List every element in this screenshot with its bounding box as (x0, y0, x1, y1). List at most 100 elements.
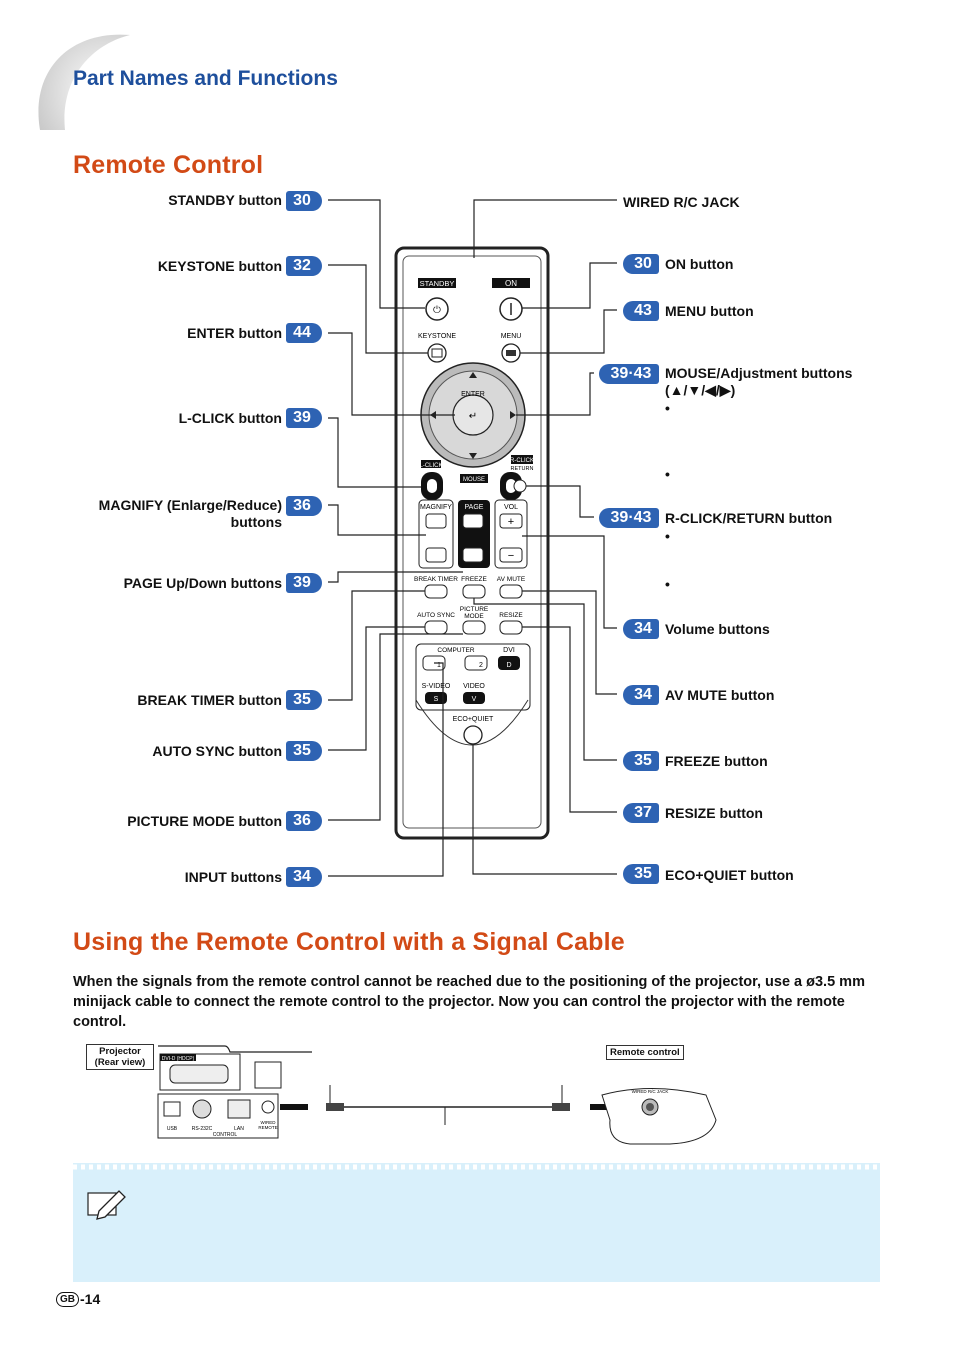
section-header: Part Names and Functions (73, 67, 338, 90)
page-ref-badge: 35 (623, 751, 659, 771)
page-ref-badge: 39 (286, 573, 322, 593)
svg-text:LAN: LAN (234, 1126, 244, 1132)
remote-control-illustration: STANDBY ON ⏻ KEYSTONE MENU ENTER ↵ L-CLI… (328, 199, 617, 877)
svg-text:S: S (434, 696, 439, 703)
svg-text:2: 2 (479, 662, 483, 669)
enter-label: ENTER button (187, 325, 282, 341)
pencil-note-icon (87, 1190, 126, 1220)
svg-text:S-VIDEO: S-VIDEO (422, 683, 451, 690)
on-label: ON button (665, 256, 734, 272)
bullet: • (665, 576, 670, 592)
connection-diagram: DVI-D (HDCP) USB RS-232C LAN WIRED REMOT… (157, 1045, 717, 1145)
svg-text:1: 1 (437, 662, 441, 669)
projector-label-box: Projector (Rear view) (86, 1044, 154, 1070)
freeze-label: FREEZE button (665, 753, 768, 769)
page-ref-badge: 34 (623, 619, 659, 639)
signal-cable-title: Using the Remote Control with a Signal C… (73, 928, 625, 956)
page-ref-badge: 35 (623, 864, 659, 884)
svg-text:USB: USB (167, 1126, 178, 1132)
svg-text:R-CLICK: R-CLICK (510, 458, 534, 464)
remote-label-box: Remote control (606, 1045, 684, 1060)
page-ref-badge: 30 (623, 254, 659, 274)
intro-paragraph: When the signals from the remote control… (73, 974, 865, 1030)
svg-text:PAGE: PAGE (465, 504, 484, 511)
volume-label: Volume buttons (665, 621, 770, 637)
bullet: • (665, 400, 670, 416)
svg-text:REMOTE: REMOTE (258, 1125, 277, 1130)
page-ref-badge: 43 (623, 301, 659, 321)
note-box (73, 1163, 880, 1282)
resize-label: RESIZE button (665, 805, 763, 821)
svg-text:DVI: DVI (503, 647, 515, 654)
page-ref-badge: 30 (286, 191, 322, 211)
wired-jack-label: WIRED R/C JACK (623, 194, 740, 210)
svg-text:PICTURE: PICTURE (460, 606, 489, 613)
magnify-label-2: buttons (230, 514, 282, 530)
page-ref-badge: 44 (286, 323, 322, 343)
note-box-dotted-border (73, 1164, 880, 1170)
lclick-label: L-CLICK button (178, 410, 282, 426)
break-timer-label: BREAK TIMER button (137, 692, 282, 708)
svg-text:V: V (472, 696, 477, 703)
mouse-label: MOUSE/Adjustment buttons (665, 365, 853, 381)
menu-label: MENU button (665, 303, 754, 319)
page-ref-badge: 34 (286, 867, 322, 887)
page-ref-badge: 39·43 (599, 364, 659, 384)
svg-text:AUTO SYNC: AUTO SYNC (417, 612, 455, 619)
svg-text:AV MUTE: AV MUTE (497, 576, 526, 583)
svg-text:MODE: MODE (464, 613, 484, 620)
page-ref-badge: 36 (286, 811, 322, 831)
svg-text:ON: ON (505, 279, 517, 288)
svg-text:RESIZE: RESIZE (499, 612, 523, 619)
svg-text:−: − (508, 550, 514, 562)
svg-text:DVI-D (HDCP): DVI-D (HDCP) (162, 1056, 195, 1062)
page-number: -14 (80, 1291, 101, 1307)
svg-text:COMPUTER: COMPUTER (437, 647, 475, 654)
page-ref-badge: 37 (623, 803, 659, 823)
page-ref-badge: 36 (286, 496, 322, 516)
page-updown-label: PAGE Up/Down buttons (123, 575, 282, 591)
page-ref-badge: 35 (286, 741, 322, 761)
rclick-label: R-CLICK/RETURN button (665, 510, 833, 526)
auto-sync-label: AUTO SYNC button (152, 743, 282, 759)
svg-text:STANDBY: STANDBY (420, 279, 455, 288)
page-ref-badge: 39 (286, 408, 322, 428)
keystone-label: KEYSTONE button (157, 258, 282, 274)
svg-text:↵: ↵ (469, 411, 477, 422)
remote-control-title: Remote Control (73, 151, 264, 179)
page-ref-badge: 32 (286, 256, 322, 276)
page-ref-badge: 34 (623, 685, 659, 705)
bullet: • (665, 528, 670, 544)
page-footer: GB -14 (56, 1290, 100, 1308)
standby-label: STANDBY button (168, 192, 282, 208)
bullet: • (665, 466, 670, 482)
svg-text:L-CLICK: L-CLICK (419, 463, 442, 469)
mouse-label-2: (▲/▼/◀/▶) (665, 382, 736, 398)
magnify-label: MAGNIFY (Enlarge/Reduce) (98, 497, 282, 513)
svg-text:MOUSE: MOUSE (463, 477, 485, 483)
svg-text:FREEZE: FREEZE (461, 576, 487, 583)
svg-text:D: D (506, 662, 511, 669)
svg-text:MAGNIFY: MAGNIFY (420, 504, 452, 511)
av-mute-label: AV MUTE button (665, 687, 775, 703)
svg-text:VOL: VOL (504, 504, 518, 511)
page-ref-badge: 39·43 (599, 508, 659, 528)
svg-text:VIDEO: VIDEO (463, 683, 485, 690)
svg-text:KEYSTONE: KEYSTONE (418, 333, 456, 340)
svg-text:BREAK TIMER: BREAK TIMER (414, 576, 458, 583)
svg-text:+: + (508, 516, 514, 528)
picture-mode-label: PICTURE MODE button (127, 813, 282, 829)
svg-text:ECO+QUIET: ECO+QUIET (453, 716, 494, 723)
svg-text:MENU: MENU (501, 333, 522, 340)
page-ref-badge: 35 (286, 690, 322, 710)
eco-quiet-label: ECO+QUIET button (665, 867, 794, 883)
svg-text:WIRED: WIRED (261, 1120, 277, 1125)
svg-text:WIRED R/C JACK: WIRED R/C JACK (632, 1089, 669, 1094)
svg-text:CONTROL: CONTROL (213, 1132, 238, 1138)
header-swoosh (38, 34, 130, 130)
svg-text:⏻: ⏻ (433, 305, 441, 316)
region-badge: GB (56, 1291, 79, 1307)
svg-text:RS-232C: RS-232C (192, 1126, 213, 1132)
svg-text:ENTER: ENTER (461, 391, 485, 398)
svg-text:RETURN: RETURN (511, 466, 534, 472)
